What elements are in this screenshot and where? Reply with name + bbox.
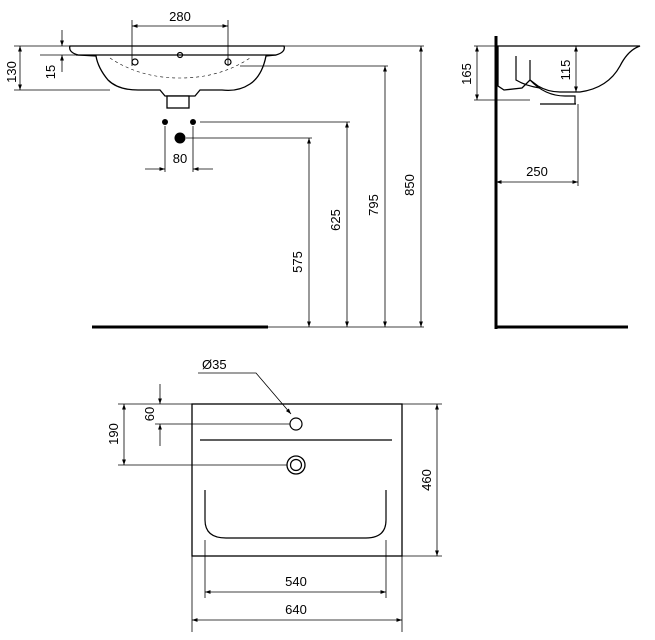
dim-waste-offset: 190	[106, 423, 121, 445]
waste-trap	[166, 95, 190, 109]
plan-waste-inner	[289, 458, 303, 472]
plan-waste-outer	[286, 455, 306, 475]
dim-rim-height: 850	[402, 174, 417, 196]
bowl-hidden-line	[109, 57, 251, 79]
front-elevation: 280 130 15 80 575 625 795	[4, 9, 424, 329]
side-bowl-inner	[515, 56, 541, 89]
dim-overall-width: 640	[285, 602, 307, 617]
dim-wall-to-waste: 250	[526, 164, 548, 179]
side-trap-line	[529, 60, 576, 104]
dim-overall-depth: 460	[419, 469, 434, 491]
dim-rim-thickness: 15	[43, 65, 58, 79]
dim-waste-height: 575	[290, 251, 305, 273]
plan-basin-outline	[191, 403, 403, 557]
waste-outlet-point	[174, 132, 186, 144]
right-supply-point	[190, 119, 196, 125]
plan-view: Ø35 60 190 460 540 640	[106, 357, 442, 632]
dim-hole-spacing: 80	[173, 151, 187, 166]
side-basin-profile	[497, 45, 641, 93]
plan-bowl-front	[204, 490, 387, 539]
leader-tap-hole	[198, 372, 292, 415]
dim-tap-hole-diameter: Ø35	[202, 357, 227, 372]
dim-lower-supply-height: 625	[328, 209, 343, 231]
front-basin-outline	[69, 45, 285, 97]
left-supply-point	[162, 119, 168, 125]
centre-tap-hole	[176, 51, 184, 59]
dim-side-bowl-depth: 115	[558, 60, 573, 81]
dim-tap-hole-offset: 60	[142, 407, 157, 421]
dim-side-height: 165	[459, 63, 474, 85]
dim-basin-height: 130	[4, 61, 19, 83]
dim-upper-supply-height: 795	[366, 194, 381, 216]
dim-inner-width: 540	[285, 574, 307, 589]
dim-tap-spacing: 280	[169, 9, 191, 24]
side-elevation: 165 115 250	[459, 36, 641, 329]
